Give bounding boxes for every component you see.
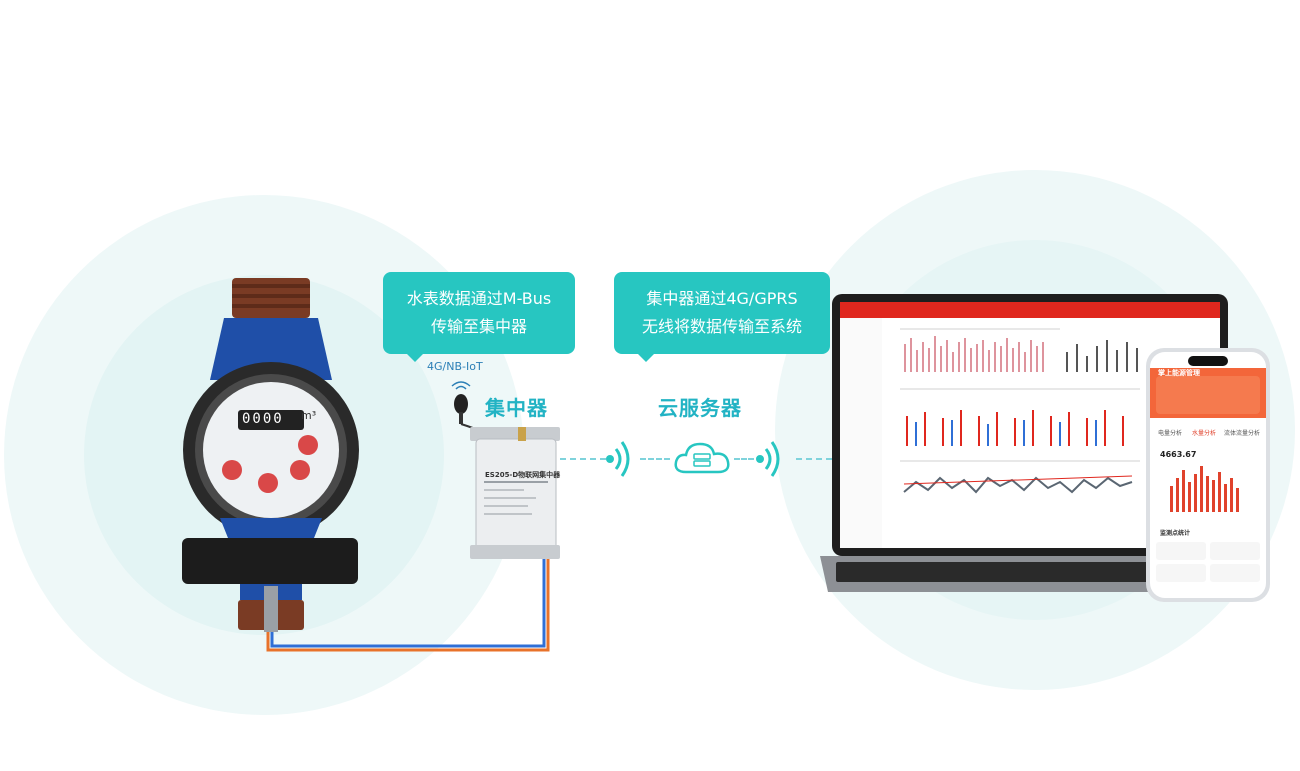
callout-gprs-line2: 无线将数据传输至系统 — [641, 317, 802, 336]
phone-tab-water[interactable]: 水量分析 — [1192, 430, 1217, 437]
concentrator-device-image — [470, 427, 560, 559]
laptop-dashboard-image — [820, 294, 1240, 592]
link-dash-center-left — [640, 458, 670, 460]
signal-wave-left-icon — [606, 441, 630, 477]
phone-tab-electric[interactable]: 电量分析 — [1158, 430, 1183, 437]
link-dash-center-right — [734, 458, 754, 460]
callout-gprs: 集中器通过4G/GPRS 无线将数据传输至系统 — [614, 272, 830, 362]
callout-mbus-line2: 传输至集中器 — [430, 317, 527, 336]
cloud-server-icon — [674, 442, 730, 474]
phone-value: 4663.67 — [1160, 450, 1197, 459]
meter-reading: 0000 — [242, 411, 284, 427]
phone-app-image — [1146, 348, 1270, 602]
antenna-icon — [451, 381, 489, 435]
callout-gprs-line1: 集中器通过4G/GPRS — [646, 289, 798, 308]
cloud-server-label: 云服务器 — [658, 396, 742, 420]
antenna-type-label: 4G/NB-IoT — [427, 360, 483, 373]
link-dash-left — [560, 458, 606, 460]
phone-section-title: 监测点统计 — [1160, 530, 1191, 537]
phone-app-title: 掌上能源管理 — [1158, 369, 1200, 377]
callout-mbus-line1: 水表数据通过M-Bus — [406, 289, 552, 308]
water-meter-image — [182, 278, 359, 632]
concentrator-model-label: ES205-D物联网集中器 — [485, 471, 561, 479]
concentrator-label: 集中器 — [485, 396, 548, 420]
link-dash-right — [796, 458, 852, 460]
callout-mbus: 水表数据通过M-Bus 传输至集中器 — [383, 272, 575, 362]
meter-unit: m³ — [301, 409, 317, 422]
phone-tab-flow[interactable]: 流体流量分析 — [1224, 430, 1261, 437]
signal-wave-right-icon — [756, 441, 780, 477]
